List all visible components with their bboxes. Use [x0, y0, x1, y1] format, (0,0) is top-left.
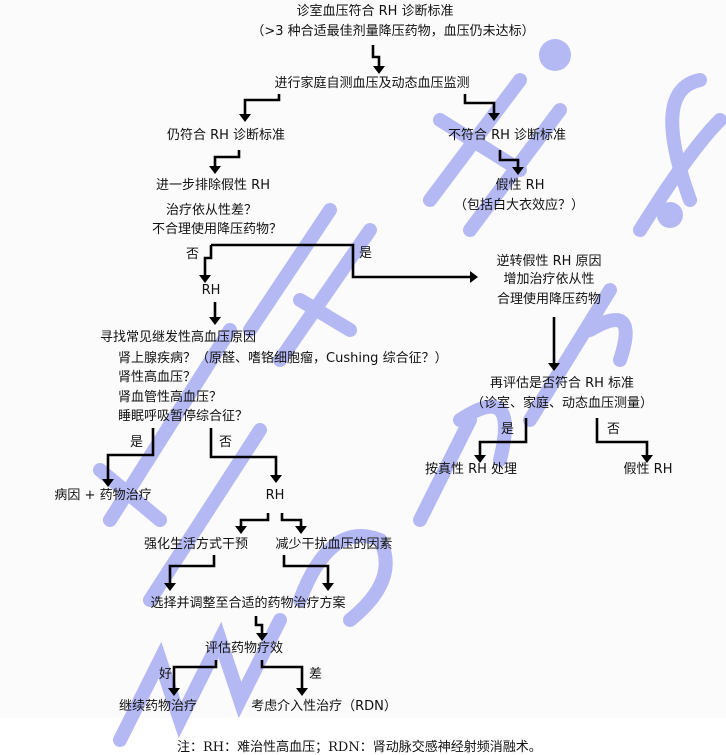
node-reassess-1: 再评估是否符合 RH 标准 — [489, 376, 635, 391]
flow-arrow — [168, 660, 218, 696]
flow-arrow — [239, 94, 281, 122]
node-irrational-use: 不合理使用降压药物？ — [152, 222, 283, 237]
node-secondary-title: 寻找常见继发性高血压原因 — [100, 330, 257, 345]
arrowhead-icon — [235, 526, 247, 534]
secondary-item: 肾血管性高血压？ — [118, 390, 223, 405]
label-yes-1: 是 — [359, 246, 373, 261]
node-evaluate: 评估药物疗效 — [204, 641, 284, 656]
label-yes-2: 是 — [501, 422, 515, 437]
footnote: 注：RH：难治性高血压；RDN：肾动脉交感神经射频消融术。 — [177, 740, 542, 755]
label-no-3: 否 — [219, 435, 233, 450]
flow-arrow — [209, 150, 241, 174]
arrowhead-icon — [164, 583, 176, 591]
node-rh-1: RH — [201, 283, 221, 298]
arrowhead-icon — [102, 479, 114, 487]
flow-arrow — [474, 418, 528, 463]
arrowhead-icon — [373, 66, 385, 74]
flow-arrow — [199, 245, 213, 283]
flow-arrow — [260, 660, 308, 696]
node-choose-regimen: 选择并调整至合适的药物治疗方案 — [150, 596, 346, 611]
node-adherence: 治疗依从性差？ — [166, 203, 258, 218]
flow-arrow — [498, 150, 524, 175]
flow-arrow — [463, 94, 500, 121]
node-rh-2: RH — [265, 488, 285, 503]
node-monitor: 进行家庭自测血压及动态血压监测 — [274, 76, 470, 91]
arrowhead-icon — [295, 526, 307, 534]
arrowhead-icon — [548, 363, 560, 371]
node-start-title: 诊室血压符合 RH 诊断标准 — [296, 4, 454, 19]
node-not-rh: 不符合 RH 诊断标准 — [447, 128, 567, 143]
flow-arrow — [211, 243, 478, 283]
arrowhead-icon — [256, 633, 268, 641]
arrowhead-icon — [296, 688, 308, 696]
flow-arrow — [254, 616, 268, 641]
flow-arrow — [548, 317, 560, 371]
arrowhead-icon — [474, 455, 486, 463]
flow-arrow — [164, 555, 216, 591]
node-cause-treatment: 病因 + 药物治疗 — [54, 488, 152, 503]
node-continue: 继续药物治疗 — [118, 699, 198, 714]
arrowhead-icon — [470, 271, 478, 283]
arrowhead-icon — [209, 317, 221, 325]
arrowhead-icon — [239, 114, 251, 122]
arrowhead-icon — [270, 475, 282, 483]
secondary-item: 肾性高血压？ — [118, 370, 197, 385]
secondary-item: 睡眠呼吸暂停综合征？ — [118, 409, 249, 424]
flow-arrow — [595, 418, 653, 463]
node-white-coat: （包括白大衣效应？） — [453, 198, 585, 213]
node-lifestyle: 强化生活方式干预 — [143, 537, 249, 552]
node-reassess-2: （诊室、家庭、动态血压测量） — [470, 396, 654, 411]
node-reverse-1: 逆转假性 RH 原因 — [496, 254, 602, 269]
arrowhead-icon — [199, 275, 211, 283]
node-rdn: 考虑介入性治疗（RDN） — [251, 699, 397, 714]
node-pseudo-rh-2: 假性 RH — [623, 462, 673, 477]
label-no-2: 否 — [607, 422, 621, 437]
flow-arrow — [282, 555, 334, 591]
arrowhead-icon — [209, 166, 221, 174]
node-reverse-2: 增加治疗依从性 — [503, 272, 595, 287]
arrowhead-icon — [488, 113, 500, 121]
arrowhead-icon — [168, 688, 180, 696]
node-reduce-factors: 减少干扰血压的因素 — [275, 537, 393, 552]
node-exclude-pseudo: 进一步排除假性 RH — [156, 178, 270, 193]
arrowhead-icon — [512, 167, 524, 175]
node-still-rh: 仍符合 RH 诊断标准 — [166, 128, 286, 143]
flow-arrow — [235, 513, 270, 534]
secondary-item: 肾上腺疾病？（原醛、嗜铬细胞瘤，Cushing 综合征？） — [118, 351, 448, 366]
flow-arrow — [102, 428, 155, 487]
flow-arrow — [371, 45, 385, 74]
node-start-subtitle: （>3 种合适最佳剂量降压药物，血压仍未达标） — [251, 24, 535, 39]
arrowhead-icon — [641, 455, 653, 463]
flow-arrows — [102, 45, 653, 696]
flow-arrow — [209, 428, 282, 483]
flow-arrow — [209, 302, 221, 325]
node-true-rh: 按真性 RH 处理 — [424, 462, 518, 477]
label-poor: 差 — [309, 667, 323, 682]
label-good: 好 — [159, 667, 173, 682]
label-yes-3: 是 — [130, 435, 144, 450]
flow-arrow — [280, 513, 307, 534]
arrowhead-icon — [322, 583, 334, 591]
node-reverse-3: 合理使用降压药物 — [496, 292, 602, 307]
label-no-1: 否 — [186, 247, 200, 262]
node-pseudo-rh: 假性 RH — [495, 178, 545, 193]
